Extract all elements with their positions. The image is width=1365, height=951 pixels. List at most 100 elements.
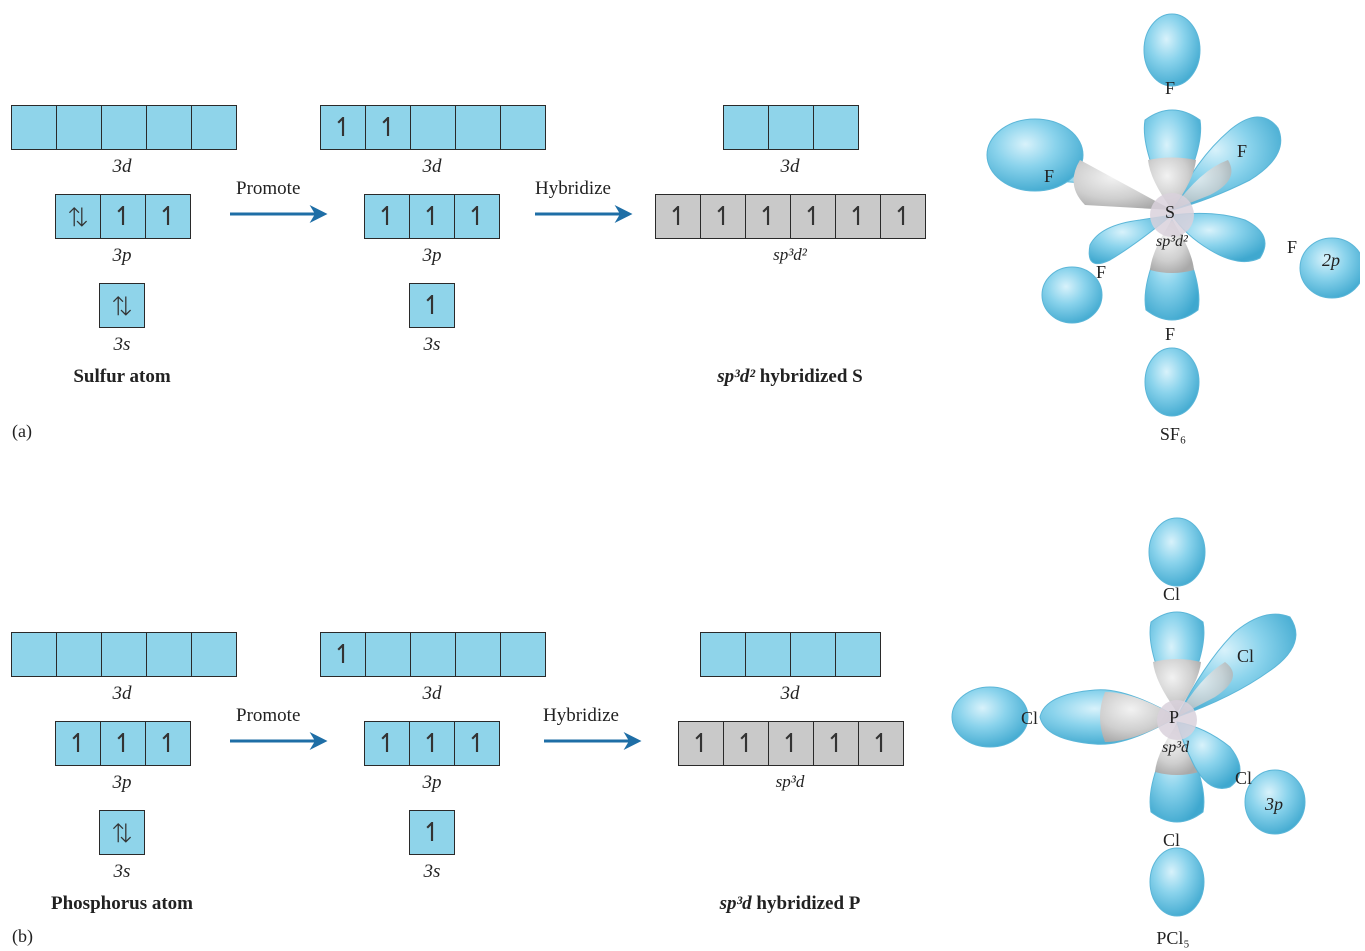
promoted-3s-box-b: ↿ xyxy=(409,810,455,855)
promote-label: Promote xyxy=(236,178,301,199)
sf6-orbital-label: 2p xyxy=(1322,250,1340,270)
sulfur-atom-caption: Sulfur atom xyxy=(73,366,171,387)
orbital-box: ↿ xyxy=(858,721,904,766)
promoted-3p-boxes: ↿↿↿ xyxy=(364,194,500,239)
orbital-box xyxy=(790,632,836,677)
sf6-lobe-bottom xyxy=(1144,218,1200,417)
orbital-box: ↿ xyxy=(320,105,366,150)
pcl5-ligand-bottom: Cl xyxy=(1163,830,1180,850)
orbital-box: ↿ xyxy=(454,194,500,239)
orbital-box xyxy=(101,632,147,677)
orbital-box: ⇅ xyxy=(55,194,101,239)
panel-a-tag: (a) xyxy=(12,421,32,441)
sp3d-label: sp³d xyxy=(775,772,805,791)
orbital-box xyxy=(455,105,501,150)
sp3d-hybridized-caption: sp³d hybridized P xyxy=(690,893,890,915)
caption-rest-b: hybridized P xyxy=(751,893,861,914)
orbital-box: ↿ xyxy=(655,194,701,239)
orbital-box xyxy=(410,632,456,677)
orbital-box xyxy=(101,105,147,150)
hybridize-label-b: Hybridize xyxy=(543,705,619,726)
pcl5-molecule: P sp³d Cl Cl Cl Cl Cl 3p xyxy=(951,517,1306,917)
orbital-box: ↿ xyxy=(813,721,859,766)
caption-rest: hybridized S xyxy=(755,366,863,387)
hybrid-3d-boxes xyxy=(723,105,859,150)
hybridize-arrow xyxy=(535,205,633,223)
hybridize-label: Hybridize xyxy=(535,178,611,199)
sf6-center-label: S xyxy=(1165,202,1175,222)
orbital-box xyxy=(146,632,192,677)
pcl5-ligand-left: Cl xyxy=(1021,708,1038,728)
orbital-box: ↿ xyxy=(365,105,411,150)
orbital-box xyxy=(723,105,769,150)
orbital-box: ↿ xyxy=(409,721,455,766)
promoted-3p-label-b: 3p xyxy=(422,772,442,793)
promoted-3d-boxes-b: ↿ xyxy=(320,632,546,677)
orbital-box xyxy=(191,105,237,150)
promoted-3d-label: 3d xyxy=(422,156,442,177)
orbital-box: ⇅ xyxy=(99,810,145,855)
sf6-lobe-back-right xyxy=(1171,116,1282,211)
sulfur-3s-label: 3s xyxy=(113,334,131,355)
orbital-box xyxy=(700,632,746,677)
orbital-box xyxy=(835,632,881,677)
pcl5-center xyxy=(1157,700,1197,740)
hybrid-3d-label: 3d xyxy=(780,156,800,177)
phosphorus-atom-caption: Phosphorus atom xyxy=(51,893,193,914)
orbital-box: ↿ xyxy=(880,194,926,239)
orbital-box: ↿ xyxy=(320,632,366,677)
orbital-box: ⇅ xyxy=(99,283,145,328)
orbital-box xyxy=(768,105,814,150)
orbital-box: ↿ xyxy=(409,194,455,239)
sf6-lobe-top xyxy=(1143,13,1202,212)
pcl5-lobe-front-right xyxy=(1176,721,1306,835)
orbital-box: ↿ xyxy=(364,194,410,239)
sf6-ligand-top: F xyxy=(1165,78,1175,98)
sf6-ligand-bottom: F xyxy=(1165,324,1175,344)
orbital-box xyxy=(365,632,411,677)
sulfur-3d-label: 3d xyxy=(112,156,132,177)
orbital-box xyxy=(500,105,546,150)
pcl5-center-label: P xyxy=(1169,707,1179,727)
pcl5-name: PCl₅ xyxy=(1156,928,1190,948)
hybrid-3d-label-b: 3d xyxy=(780,683,800,704)
orbital-box xyxy=(191,632,237,677)
promote-arrow xyxy=(230,205,328,223)
pcl5-ligand-back-right: Cl xyxy=(1237,646,1254,666)
orbital-box: ↿ xyxy=(454,721,500,766)
pcl5-ligand-top: Cl xyxy=(1163,584,1180,604)
panel-b-tag: (b) xyxy=(12,926,33,946)
orbital-box: ↿ xyxy=(768,721,814,766)
sp3d2-hybridized-caption: sp³d² hybridized S xyxy=(690,366,890,388)
sf6-name: SF₆ xyxy=(1159,424,1187,444)
sf6-ligand-back-right: F xyxy=(1237,141,1247,161)
sulfur-3d-boxes xyxy=(11,105,237,150)
orbital-box: ↿ xyxy=(145,194,191,239)
pcl5-lobe-left xyxy=(951,686,1179,748)
orbital-box: ↿ xyxy=(409,810,455,855)
hybrid-3d-boxes-b xyxy=(700,632,881,677)
promoted-3s-box: ↿ xyxy=(409,283,455,328)
orbital-box: ↿ xyxy=(145,721,191,766)
phosphorus-3d-boxes xyxy=(11,632,237,677)
phosphorus-3d-label: 3d xyxy=(112,683,132,704)
sulfur-3p-label: 3p xyxy=(112,245,132,266)
pcl5-orbital-label: 3p xyxy=(1264,794,1283,814)
orbital-box xyxy=(745,632,791,677)
orbital-box xyxy=(146,105,192,150)
orbital-box xyxy=(56,632,102,677)
orbital-box: ↿ xyxy=(364,721,410,766)
sf6-lobe-front-left xyxy=(1041,214,1174,324)
sf6-ligand-right: F xyxy=(1287,237,1297,257)
promoted-3p-label: 3p xyxy=(422,245,442,266)
orbital-box xyxy=(813,105,859,150)
orbital-box xyxy=(410,105,456,150)
caption-italic-b: sp³d xyxy=(719,893,752,914)
sf6-molecule: S sp³d² F F F F F F 2p xyxy=(986,13,1360,417)
orbital-box: ↿ xyxy=(723,721,769,766)
sp3d2-boxes: ↿↿↿↿↿↿ xyxy=(655,194,926,239)
orbital-box: ↿ xyxy=(835,194,881,239)
pcl5-ligand-front-right: Cl xyxy=(1235,768,1252,788)
orbital-box: ↿ xyxy=(700,194,746,239)
phosphorus-3p-label: 3p xyxy=(112,772,132,793)
